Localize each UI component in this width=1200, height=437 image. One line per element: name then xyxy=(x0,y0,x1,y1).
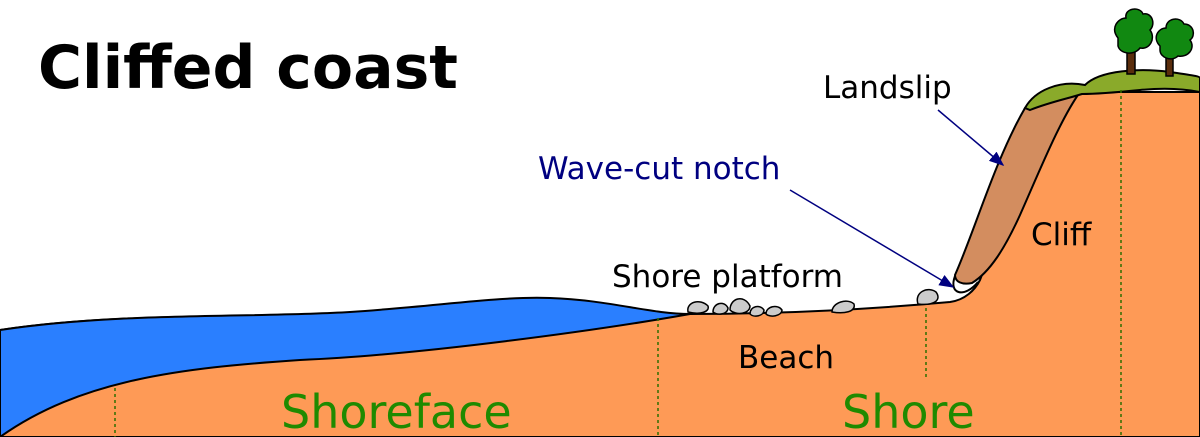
tree-icon xyxy=(1155,18,1195,77)
notch-leader-arrow xyxy=(789,189,955,288)
label-beach: Beach xyxy=(738,340,834,376)
zone-shore: Shore xyxy=(842,385,975,437)
landslip-leader-arrow xyxy=(937,109,1005,166)
label-wave-cut-notch: Wave-cut notch xyxy=(538,151,780,187)
label-landslip: Landslip xyxy=(823,70,952,106)
shore-rocks xyxy=(687,288,939,317)
sea xyxy=(0,296,691,437)
zone-shoreface: Shoreface xyxy=(281,385,512,437)
zone-boundaries xyxy=(114,90,1122,437)
label-shore-platform: Shore platform xyxy=(612,259,843,295)
tree-icon xyxy=(1114,8,1154,75)
diagram-title: Cliffed coast xyxy=(38,33,458,103)
label-cliff: Cliff xyxy=(1031,217,1092,253)
